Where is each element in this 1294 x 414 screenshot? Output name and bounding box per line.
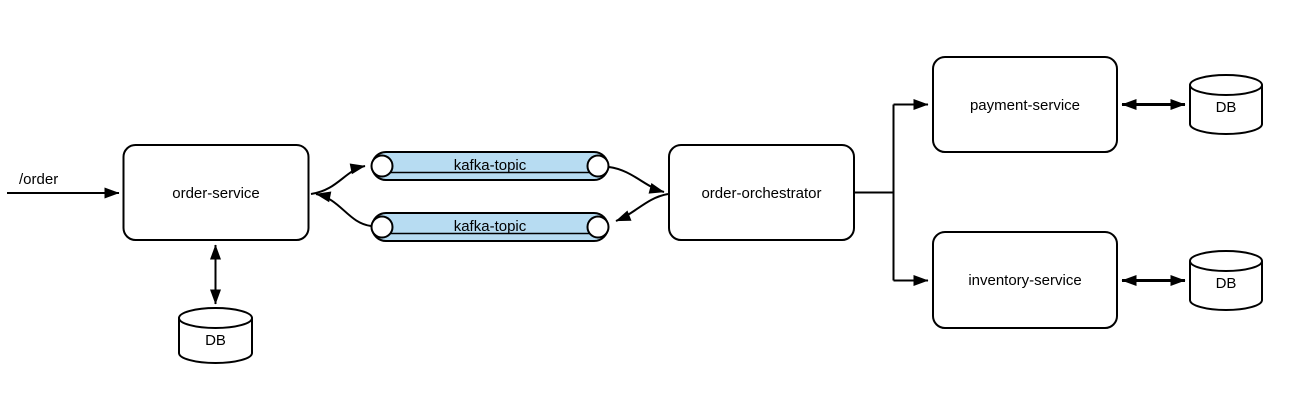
node-order-service: order-service <box>122 144 310 241</box>
payment-db-label: DB <box>1216 99 1237 116</box>
node-inventory-service: inventory-service <box>932 231 1118 329</box>
edge-orchestrator-to-kafka-reply <box>615 193 669 222</box>
edge-orchestrator-branch <box>855 99 929 286</box>
kafka-topic-request-label: kafka-topic <box>454 157 527 174</box>
edge-kafka-reply-to-order-service <box>315 191 372 227</box>
node-payment-db: DB <box>1189 74 1263 135</box>
payment-service-label: payment-service <box>970 97 1080 114</box>
node-inventory-db: DB <box>1189 250 1263 311</box>
kafka-topic-request-right-port <box>586 154 610 178</box>
inventory-db-cylinder-top <box>1189 250 1263 272</box>
kafka-topic-reply-left-port <box>370 215 394 239</box>
order-db-cylinder-top <box>178 307 253 329</box>
edge-kafka-request-to-orchestrator <box>608 166 665 194</box>
kafka-topic-request-left-port <box>370 154 394 178</box>
payment-service-box <box>932 56 1118 153</box>
kafka-topic-reply-right-port <box>586 215 610 239</box>
order-orchestrator-label: order-orchestrator <box>701 185 821 202</box>
order-orchestrator-box <box>668 144 855 241</box>
edge-order-service-to-kafka-request <box>310 163 366 195</box>
queue-kafka-topic-reply: kafka-topic <box>370 212 610 242</box>
order-db-label: DB <box>205 332 226 349</box>
kafka-topic-reply-label: kafka-topic <box>454 218 527 235</box>
inventory-service-label: inventory-service <box>968 272 1081 289</box>
inventory-db-cylinder-body <box>1189 261 1263 311</box>
payment-db-cylinder-top <box>1189 74 1263 96</box>
queue-kafka-topic-request: kafka-topic <box>370 151 610 181</box>
order-service-label: order-service <box>172 185 260 202</box>
order-db-cylinder-body <box>178 318 253 364</box>
inventory-db-label: DB <box>1216 275 1237 292</box>
payment-db-cylinder-body <box>1189 85 1263 135</box>
node-payment-service: payment-service <box>932 56 1118 153</box>
node-order-db: DB <box>178 307 253 364</box>
entry-request-label: /order <box>19 171 58 188</box>
entry-request: /order <box>7 171 120 199</box>
order-service-box <box>122 144 310 241</box>
inventory-service-box <box>932 231 1118 329</box>
node-order-orchestrator: order-orchestrator <box>668 144 855 241</box>
